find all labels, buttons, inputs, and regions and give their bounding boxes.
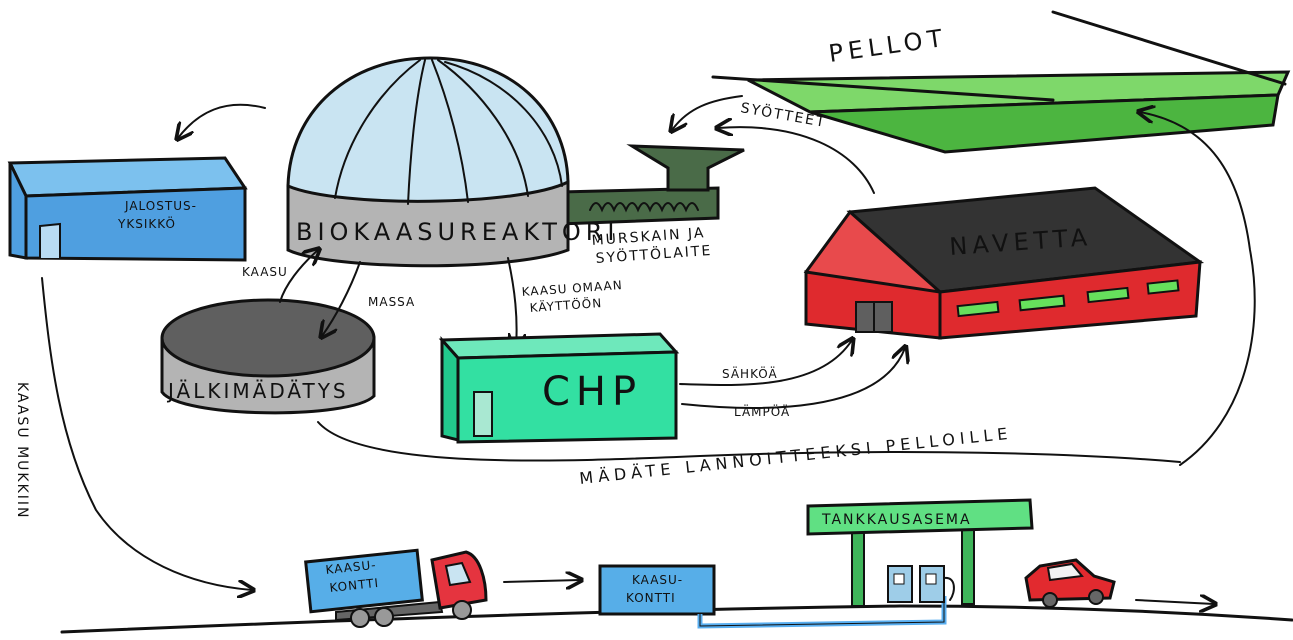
chp-unit: CHP bbox=[438, 332, 680, 444]
reactor-to-upgrading-arrow bbox=[178, 103, 266, 138]
car-wheel bbox=[1042, 592, 1058, 608]
station-post bbox=[851, 523, 865, 607]
barn-window bbox=[1018, 294, 1066, 312]
station-sign bbox=[806, 498, 1034, 536]
own-use-label-1: KAASU OMAAN bbox=[521, 278, 623, 299]
station-label: TANKKAUSASEMA bbox=[821, 512, 972, 528]
barn: NAVETTA bbox=[803, 186, 1205, 340]
chp-door bbox=[473, 391, 493, 437]
gas-label: KAASU bbox=[242, 265, 288, 279]
container-label-2: KONTTI bbox=[626, 591, 676, 605]
fields: PELLOT bbox=[711, 10, 1291, 154]
upgrading-unit: JALOSTUS- YKSIKKÖ bbox=[7, 156, 248, 262]
gas-arrow bbox=[279, 250, 318, 303]
chp-label: CHP bbox=[542, 369, 642, 415]
upgrading-label-2: YKSIKKÖ bbox=[117, 215, 176, 231]
transport-label: KAASU MUKKIIN bbox=[14, 382, 30, 519]
biogas-reactor: BIOKAASUREAKTORI bbox=[286, 56, 620, 268]
barn-window bbox=[1146, 279, 1180, 295]
refueling-station: TANKKAUSASEMA bbox=[806, 498, 1034, 607]
truck-wheel bbox=[452, 600, 472, 620]
upgrading-label-1: JALOSTUS- bbox=[124, 199, 197, 213]
heat-label: LÄMPÖÄ bbox=[734, 403, 790, 419]
car bbox=[1024, 558, 1116, 608]
gas-container: KAASU- KONTTI bbox=[598, 564, 716, 616]
gas-truck: KAASU- KONTTI bbox=[304, 548, 488, 628]
truck-container-label-2: KONTTI bbox=[329, 576, 380, 595]
car-direction-arrow bbox=[1135, 600, 1214, 604]
barn-window bbox=[1086, 286, 1130, 304]
truck-wheel bbox=[374, 607, 394, 627]
post-digestion-tank: JÄLKIMÄDÄTYS bbox=[160, 298, 376, 415]
station-post bbox=[961, 523, 975, 605]
transport-arrow bbox=[41, 277, 252, 590]
own-use-label-2: KÄYTTÖÖN bbox=[529, 294, 603, 315]
container-label-1: KAASU- bbox=[632, 573, 683, 587]
heat-arrow bbox=[681, 348, 905, 409]
post-digestion-label: JÄLKIMÄDÄTYS bbox=[166, 379, 349, 403]
ground-line bbox=[60, 604, 1293, 634]
truck-container-label-1: KAASU- bbox=[325, 558, 377, 577]
barn-window bbox=[956, 300, 1000, 318]
mass-label: MASSA bbox=[368, 295, 415, 309]
fields-label: PELLOT bbox=[827, 24, 949, 68]
own-use-arrow bbox=[508, 257, 517, 348]
fields-loop-arrow bbox=[1140, 112, 1256, 466]
mass-arrow bbox=[322, 261, 361, 336]
reactor-label: BIOKAASUREAKTORI bbox=[296, 218, 620, 246]
electricity-arrow bbox=[679, 340, 852, 386]
electricity-label: SÄHKÖÄ bbox=[722, 365, 778, 381]
field-dark bbox=[809, 93, 1280, 154]
digestate-line bbox=[317, 421, 1181, 463]
crusher-feeder: MURSKAIN JA SYÖTTÖLAITE bbox=[558, 144, 745, 267]
truck-wheel bbox=[350, 608, 370, 628]
truck-to-container-arrow bbox=[503, 580, 580, 582]
car-wheel bbox=[1088, 589, 1104, 605]
crusher-label-1: MURSKAIN JA bbox=[591, 225, 706, 249]
